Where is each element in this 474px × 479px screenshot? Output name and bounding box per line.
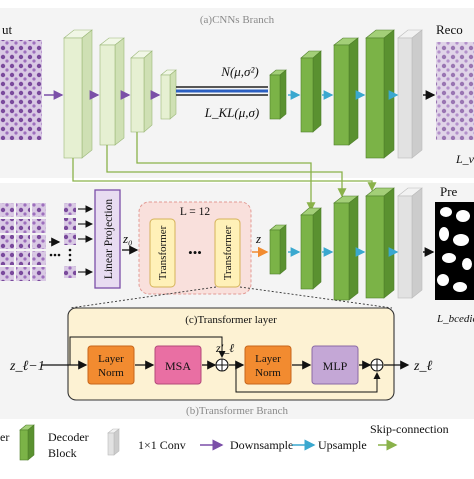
ellipsis-dot — [58, 254, 61, 257]
legend: er Decoder Block 1×1 Conv Downsample Ups… — [0, 422, 449, 460]
input-patches-grid — [0, 203, 46, 281]
legend-decoder-swatch — [20, 425, 34, 460]
latent-distribution: N(μ,σ²) — [220, 64, 258, 79]
ellipsis-dot — [50, 254, 53, 257]
transformer-layer-title: (c)Transformer layer — [185, 314, 277, 326]
transformer-block-1-label: Transformer — [157, 225, 169, 280]
transformer-branch-title: (b)Transformer Branch — [186, 405, 288, 417]
prediction-mask — [435, 202, 474, 300]
legend-skip-label: Skip-connection — [370, 422, 449, 436]
linear-projection-label: Linear Projection — [103, 199, 115, 279]
layer-norm-1-label: Layer — [98, 353, 124, 365]
legend-encoder-label: er — [0, 430, 9, 444]
z0-label: z₀ — [122, 231, 133, 246]
cnn-decoder-block-2 — [301, 51, 321, 132]
ellipsis-dot — [54, 254, 57, 257]
layer-input-label: z_ℓ−1 — [9, 359, 45, 374]
legend-decoder-label: Decoder — [48, 430, 89, 444]
z-label: z — [255, 231, 261, 246]
reconstruction-loss: L_va — [455, 152, 474, 166]
mid-label: z′_ℓ — [215, 341, 234, 355]
legend-downsample-label: Downsample — [230, 438, 293, 452]
layers-count: L = 12 — [180, 206, 211, 218]
cnn-decoder-block-4 — [366, 30, 394, 158]
legend-decoder-label: Block — [48, 446, 77, 460]
input-image — [0, 40, 42, 140]
input-label: ut — [2, 22, 13, 37]
layer-output-label: z_ℓ — [413, 359, 432, 374]
cnn-encoder-block-1 — [64, 30, 92, 158]
layer-norm-2-label: Norm — [255, 367, 281, 379]
msa-label: MSA — [165, 359, 191, 373]
cnn-conv-block — [398, 30, 422, 158]
tr-decoder-block-3 — [334, 196, 358, 300]
tr-decoder-block-2 — [301, 208, 321, 289]
kl-loss: L_KL(μ,σ) — [204, 105, 259, 120]
cnn-decoder-block-1 — [270, 70, 286, 119]
transformer-ellipsis: ••• — [188, 245, 202, 260]
reconstruction-image — [436, 42, 474, 140]
legend-conv-swatch — [108, 429, 119, 455]
prediction-label: Pre — [440, 184, 458, 199]
legend-conv-label: 1×1 Conv — [138, 438, 186, 452]
tr-decoder-block-1 — [270, 225, 286, 274]
layer-norm-2-label: Layer — [255, 353, 281, 365]
transformer-block-n-label: Transformer — [222, 225, 234, 280]
reconstruction-label: Reco — [436, 22, 463, 37]
tr-conv-block — [398, 188, 422, 298]
tr-decoder-block-4 — [366, 188, 394, 298]
patch-column — [64, 203, 76, 278]
mlp-label: MLP — [323, 359, 348, 373]
cnn-encoder-block-4 — [161, 70, 176, 119]
cnn-branch-title: (a)CNNs Branch — [200, 14, 275, 26]
prediction-loss: L_bcedice — [436, 313, 474, 325]
cnn-encoder-block-2 — [100, 38, 124, 145]
cnn-decoder-block-3 — [334, 38, 358, 145]
layer-norm-1-label: Norm — [98, 367, 124, 379]
legend-upsample-label: Upsample — [318, 438, 367, 452]
cnn-encoder-block-3 — [131, 51, 152, 132]
